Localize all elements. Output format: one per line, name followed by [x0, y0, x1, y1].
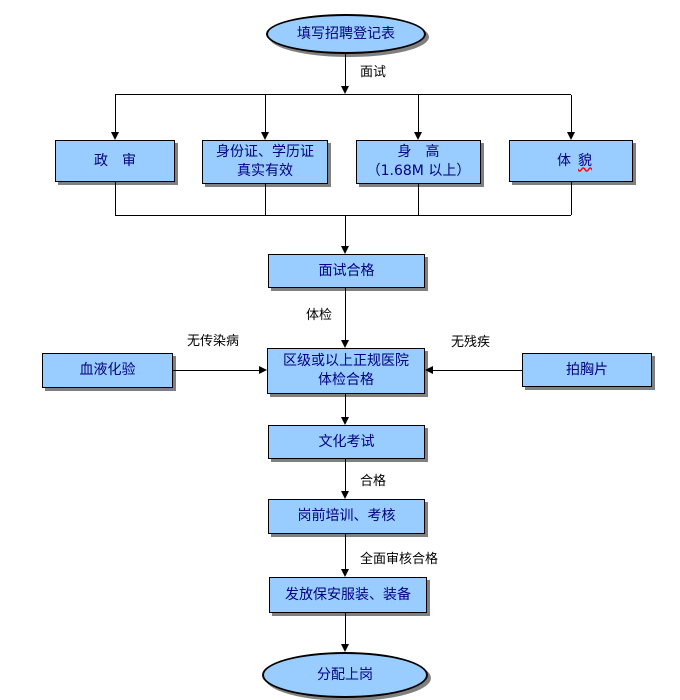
connector-branch-rail-bottom: [115, 215, 571, 216]
connector-to-interview-passed: [345, 216, 346, 246]
connector-to-uniform: [345, 534, 346, 569]
flow-node-end: 分配上岗: [262, 652, 428, 698]
flow-node-appearance-text-misspelled: 貌: [578, 152, 592, 169]
connector-collect-2: [265, 184, 266, 215]
arrowhead-down-icon: [341, 340, 349, 348]
connector-to-end: [345, 613, 346, 644]
edge-label-full-review-passed: 全面审核合格: [360, 552, 439, 567]
flow-node-appearance-text: 体: [556, 152, 585, 169]
arrowhead-down-icon: [111, 132, 119, 140]
arrowhead-down-icon: [341, 644, 349, 652]
connector-to-hospital: [345, 288, 346, 340]
edge-label-passed: 合格: [360, 474, 387, 489]
arrowhead-right-icon: [259, 366, 267, 374]
connector-start-down: [345, 54, 346, 86]
connector-xray-to-hospital: [433, 370, 522, 371]
connector-branch-3: [418, 95, 419, 132]
arrowhead-down-icon: [414, 132, 422, 140]
flow-node-pre-job-training: 岗前培训、考核: [268, 499, 425, 534]
connector-branch-1: [115, 95, 116, 132]
edge-label-no-disability: 无残疾: [451, 335, 491, 350]
flow-node-start: 填写招聘登记表: [266, 14, 426, 54]
arrowhead-left-icon: [425, 366, 433, 374]
connector-blood-to-hospital: [173, 370, 259, 371]
flow-node-chest-xray: 拍胸片: [522, 353, 652, 387]
flow-node-political-review: 政 审: [55, 140, 175, 182]
connector-branch-4: [571, 95, 572, 132]
arrowhead-down-icon: [261, 132, 269, 140]
flow-node-blood-test: 血液化验: [42, 353, 173, 388]
connector-collect-3: [418, 184, 419, 215]
flow-node-culture-exam: 文化考试: [268, 425, 425, 459]
flow-node-interview-passed: 面试合格: [268, 254, 425, 288]
arrowhead-down-icon: [341, 86, 349, 94]
arrowhead-down-icon: [341, 246, 349, 254]
connector-branch-2: [265, 95, 266, 132]
edge-label-no-infectious-disease: 无传染病: [187, 334, 240, 349]
arrowhead-down-icon: [341, 569, 349, 577]
connector-to-training: [345, 459, 346, 491]
connector-collect-4: [571, 182, 572, 215]
connector-collect-1: [115, 182, 116, 215]
flow-node-issue-uniform: 发放保安服装、装备: [269, 577, 427, 613]
arrowhead-down-icon: [341, 491, 349, 499]
flow-node-credentials: 身份证、学历证 真实有效: [202, 140, 328, 184]
arrowhead-down-icon: [341, 417, 349, 425]
edge-label-interview: 面试: [360, 65, 387, 80]
connector-branch-rail-top: [115, 94, 571, 95]
arrowhead-down-icon: [567, 132, 575, 140]
flow-node-appearance: 体 貌: [509, 140, 633, 182]
edge-label-physical-exam: 体检: [306, 308, 333, 323]
flow-node-height-requirement: 身 高 （1.68M 以上）: [356, 140, 481, 184]
flow-node-hospital-check: 区级或以上正规医院 体检合格: [267, 348, 425, 394]
connector-to-culture-exam: [345, 394, 346, 417]
